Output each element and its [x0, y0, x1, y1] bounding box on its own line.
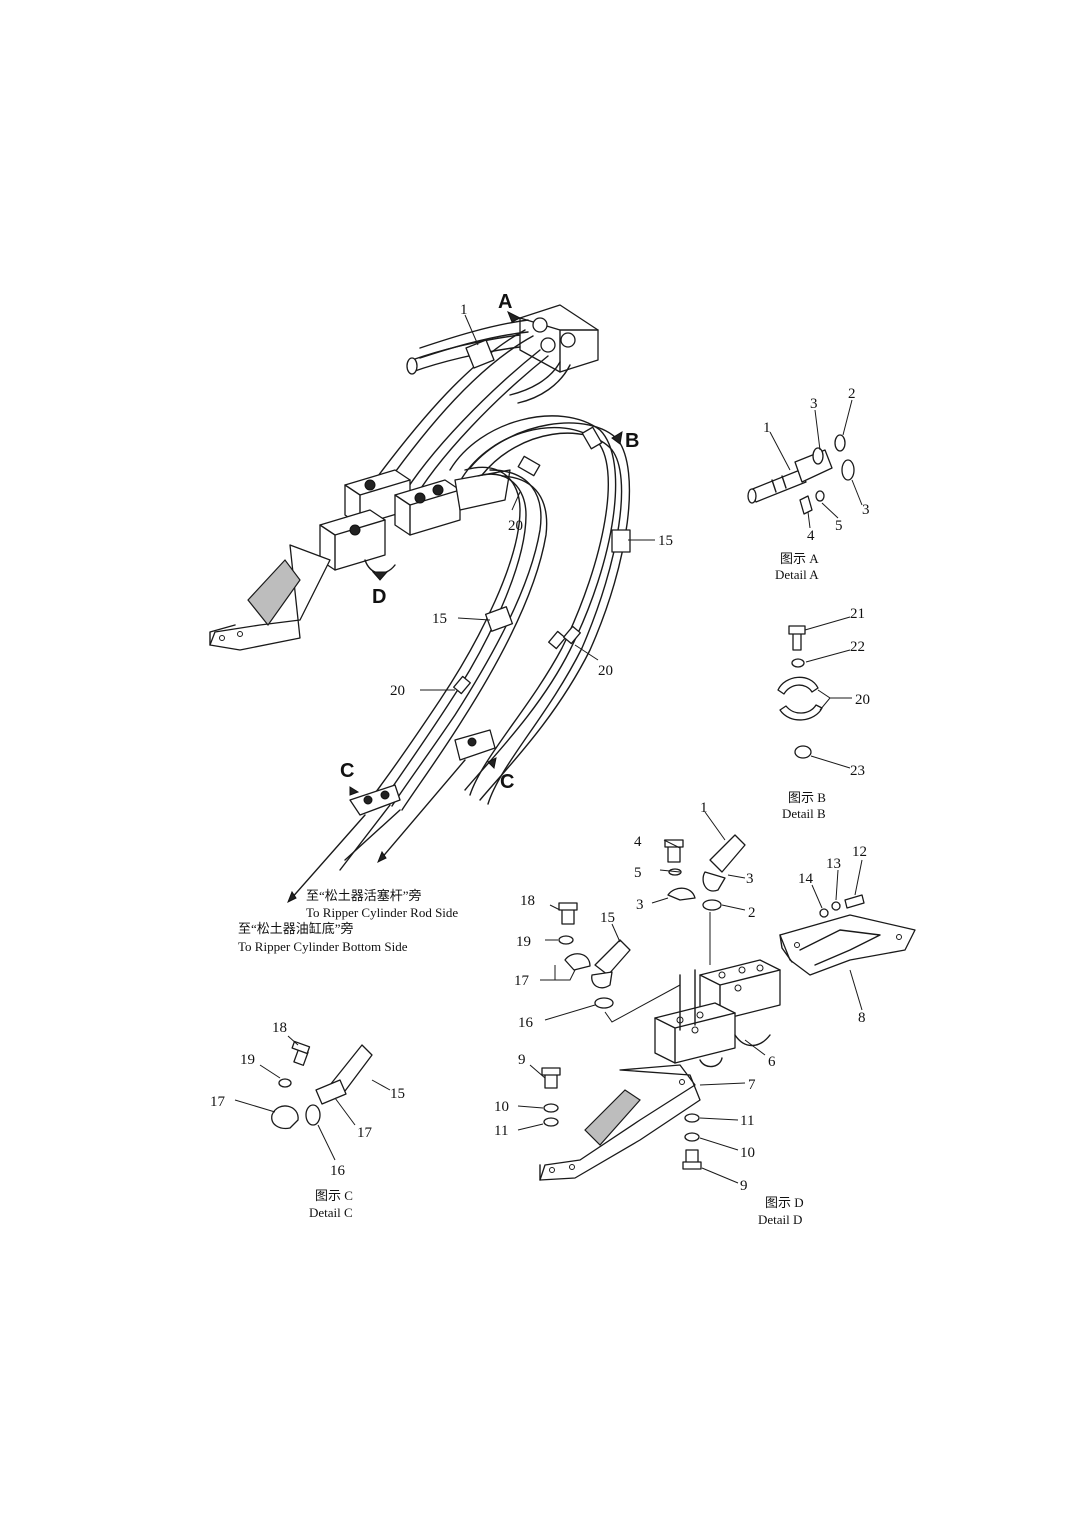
detail-b-callout-23: 23: [850, 763, 865, 779]
detail-a-caption-en: Detail A: [775, 567, 819, 582]
detail-c-callout-18: 18: [272, 1020, 287, 1036]
detail-b: 21 22 20 23 图示 B Detail B: [777, 606, 870, 821]
detail-b-callout-22: 22: [850, 639, 865, 655]
routing-note-bottom-en: To Ripper Cylinder Bottom Side: [238, 939, 408, 954]
callout-main-20-lower: 20: [598, 663, 613, 679]
detail-d-callout-2: 2: [748, 905, 756, 921]
detail-d-callout-11-left: 11: [494, 1123, 508, 1139]
detail-d-callout-16: 16: [518, 1015, 534, 1031]
callout-main-1: 1: [460, 302, 468, 318]
view-letter-a: A: [498, 291, 512, 313]
detail-c-callout-15: 15: [390, 1086, 405, 1102]
detail-a-callout-2: 2: [848, 386, 856, 402]
detail-c-caption-en: Detail C: [309, 1205, 353, 1220]
detail-d-callout-11-right: 11: [740, 1113, 754, 1129]
detail-d-callout-14: 14: [798, 871, 814, 887]
distribution-blocks: [319, 469, 461, 574]
detail-d-callout-10-left: 10: [494, 1099, 509, 1115]
detail-d-callout-5: 5: [634, 865, 642, 881]
hose-bundle: [369, 415, 631, 811]
detail-c-callout-17-right: 17: [357, 1125, 373, 1141]
detail-d-callout-7: 7: [748, 1077, 756, 1093]
view-letter-c-right: C: [500, 771, 514, 793]
detail-d-callout-15: 15: [600, 910, 615, 926]
detail-b-caption-zh: 图示 B: [788, 790, 826, 805]
routing-note-bottom-zh: 至“松土器油缸底”旁: [238, 921, 354, 936]
detail-b-caption-en: Detail B: [782, 806, 826, 821]
detail-d-callout-6: 6: [768, 1054, 776, 1070]
detail-d-caption-zh: 图示 D: [765, 1195, 804, 1210]
detail-d-callout-3-lower: 3: [636, 897, 644, 913]
detail-d-callout-12: 12: [852, 844, 867, 860]
detail-a-callout-3-right: 3: [862, 502, 870, 518]
callout-main-15-left: 15: [432, 611, 447, 627]
view-letter-c-left: C: [340, 760, 354, 782]
detail-b-callout-21: 21: [850, 606, 865, 622]
detail-d-callout-1: 1: [700, 800, 708, 816]
routing-note-rod-zh: 至“松土器活塞杆”旁: [306, 888, 422, 903]
lower-fittings: [287, 729, 496, 904]
callout-main-20-upper: 20: [508, 518, 523, 534]
callout-main-15-right: 15: [658, 533, 673, 549]
detail-b-callout-20: 20: [855, 692, 870, 708]
detail-a-callout-1: 1: [763, 420, 771, 436]
detail-d-callout-9-left: 9: [518, 1052, 526, 1068]
detail-c-callout-16: 16: [330, 1163, 346, 1179]
detail-c-callout-19: 19: [240, 1052, 255, 1068]
detail-c-caption-zh: 图示 C: [315, 1188, 353, 1203]
main-assembly: 1 15 15 20 20 20 A B D C C 至“松土器活塞杆”旁 To…: [209, 291, 673, 954]
detail-c: 18 19 17 17 15 16 图示 C Detail C: [210, 1020, 405, 1220]
detail-d-callout-8: 8: [858, 1010, 866, 1026]
detail-c-callout-17-left: 17: [210, 1094, 226, 1110]
detail-a: 1 2 3 3 4 5 图示 A Detail A: [747, 386, 870, 582]
detail-d-callout-18: 18: [520, 893, 535, 909]
detail-d-callout-17: 17: [514, 973, 530, 989]
detail-a-caption-zh: 图示 A: [780, 551, 819, 566]
routing-note-rod-en: To Ripper Cylinder Rod Side: [306, 905, 458, 920]
detail-d-callout-19: 19: [516, 934, 531, 950]
detail-a-callout-4: 4: [807, 528, 815, 544]
detail-d-callout-9-right: 9: [740, 1178, 748, 1194]
callout-main-20-left: 20: [390, 683, 405, 699]
detail-a-callout-5: 5: [835, 518, 843, 534]
view-letter-d: D: [372, 586, 386, 608]
detail-d-callout-10-right: 10: [740, 1145, 755, 1161]
detail-a-callout-3-top: 3: [810, 396, 818, 412]
control-valve-block: [519, 304, 599, 373]
detail-d-callout-13: 13: [826, 856, 841, 872]
detail-d-callout-3-upper: 3: [746, 871, 754, 887]
detail-d-caption-en: Detail D: [758, 1212, 802, 1227]
detail-d: 1 3 4 5 3 2 12 13 14 8 6 7 9 10 11 11 10…: [494, 800, 916, 1227]
detail-d-callout-4: 4: [634, 834, 642, 850]
view-letter-b: B: [625, 430, 639, 452]
